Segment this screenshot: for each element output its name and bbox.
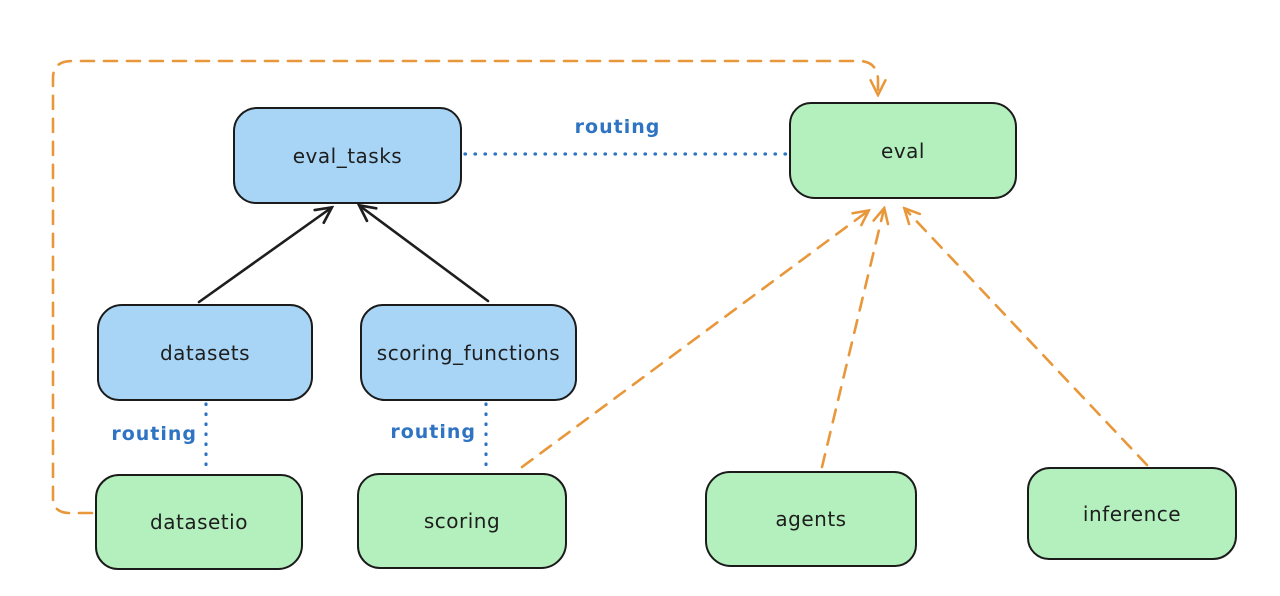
edge-label-routing-eval-tasks-eval: routing [574, 116, 661, 138]
node-agents-label: agents [775, 507, 847, 531]
node-inference-label: inference [1082, 501, 1182, 526]
edge-label-routing-scoring-functions-scoring: routing [390, 421, 476, 443]
node-scoring-functions-label: scoring_functions [376, 340, 561, 365]
node-eval-tasks-label: eval_tasks [292, 143, 403, 168]
node-datasetio-label: datasetio [150, 510, 248, 534]
node-scoring: scoring [357, 473, 567, 569]
node-eval-label: eval [881, 138, 925, 163]
node-eval-tasks: eval_tasks [233, 107, 462, 204]
node-scoring-functions: scoring_functions [360, 304, 577, 401]
node-datasets: datasets [97, 304, 313, 401]
node-datasets-label: datasets [159, 340, 251, 365]
edge-agents-to-eval [820, 209, 884, 469]
node-agents: agents [705, 471, 917, 567]
node-datasetio: datasetio [95, 474, 303, 570]
edge-inference-to-eval [905, 209, 1149, 467]
node-scoring-label: scoring [423, 509, 501, 533]
node-inference: inference [1027, 467, 1237, 560]
node-eval: eval [789, 102, 1017, 199]
edge-datasetio-to-eval [51, 59, 878, 515]
edge-scoring-functions-to-eval-tasks [360, 206, 490, 303]
edge-label-routing-datasets-datasetio: routing [111, 423, 197, 445]
edge-datasets-to-eval-tasks [197, 208, 331, 304]
